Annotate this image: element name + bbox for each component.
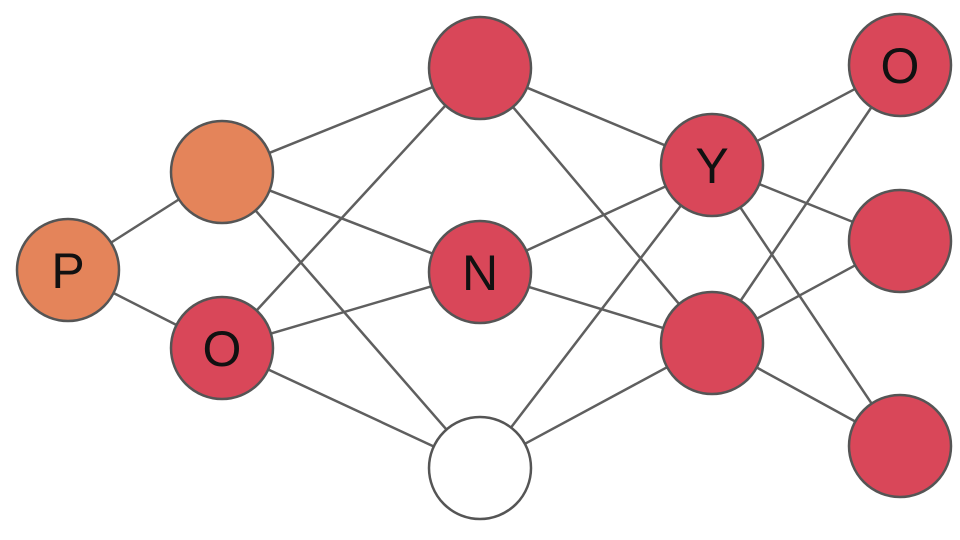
- edge-l1o-l2c: [267, 368, 435, 448]
- node-circle: [847, 188, 953, 294]
- edge-l3y-l4c: [739, 206, 873, 405]
- node-circle: [427, 415, 533, 521]
- node-label: P: [51, 243, 84, 299]
- node-l3y: Y: [659, 112, 765, 218]
- edge-l1o-l2a: [255, 104, 447, 312]
- node-l3b: [659, 290, 765, 396]
- edge-p-l1a: [110, 198, 180, 244]
- edge-l2n-l3b: [528, 285, 664, 330]
- edge-l3b-l4o: [739, 106, 873, 302]
- edge-l2c-l3y: [510, 204, 682, 429]
- node-l2c: [427, 415, 533, 521]
- edge-l1a-l2n: [269, 189, 433, 255]
- edge-l2a-l3b: [511, 106, 681, 305]
- node-circle: [659, 290, 765, 396]
- node-l1o: O: [169, 295, 275, 401]
- node-l4c: [847, 393, 953, 499]
- edges-group: [110, 85, 873, 448]
- node-label: N: [462, 245, 498, 301]
- node-circle: [427, 219, 533, 325]
- edge-l1a-l2a: [268, 85, 434, 155]
- edge-l1o-l2n: [270, 285, 432, 335]
- node-l1a: [169, 119, 275, 225]
- edge-l1a-l2c: [254, 209, 448, 431]
- node-circle: [15, 217, 121, 323]
- edge-l3y-l4o: [756, 87, 856, 143]
- edge-p-l1o: [112, 291, 178, 327]
- node-l2a: [427, 15, 533, 121]
- edge-l2n-l3y: [525, 185, 667, 252]
- node-label: O: [881, 38, 920, 94]
- edge-l3b-l4c: [756, 366, 856, 423]
- node-l2n: N: [427, 219, 533, 325]
- node-circle: [169, 295, 275, 401]
- node-l4o: O: [847, 12, 953, 118]
- edge-l2a-l3y: [526, 86, 666, 147]
- node-label: Y: [695, 138, 728, 194]
- node-circle: [427, 15, 533, 121]
- edge-l3b-l4b: [756, 264, 856, 320]
- node-circle: [169, 119, 275, 225]
- node-l4b: [847, 188, 953, 294]
- node-circle: [847, 393, 953, 499]
- node-circle: [659, 112, 765, 218]
- node-label: O: [203, 321, 242, 377]
- edge-l2c-l3b: [524, 366, 668, 445]
- nodes-group: P O N Y O: [15, 12, 953, 521]
- node-p: P: [15, 217, 121, 323]
- node-circle: [847, 12, 953, 118]
